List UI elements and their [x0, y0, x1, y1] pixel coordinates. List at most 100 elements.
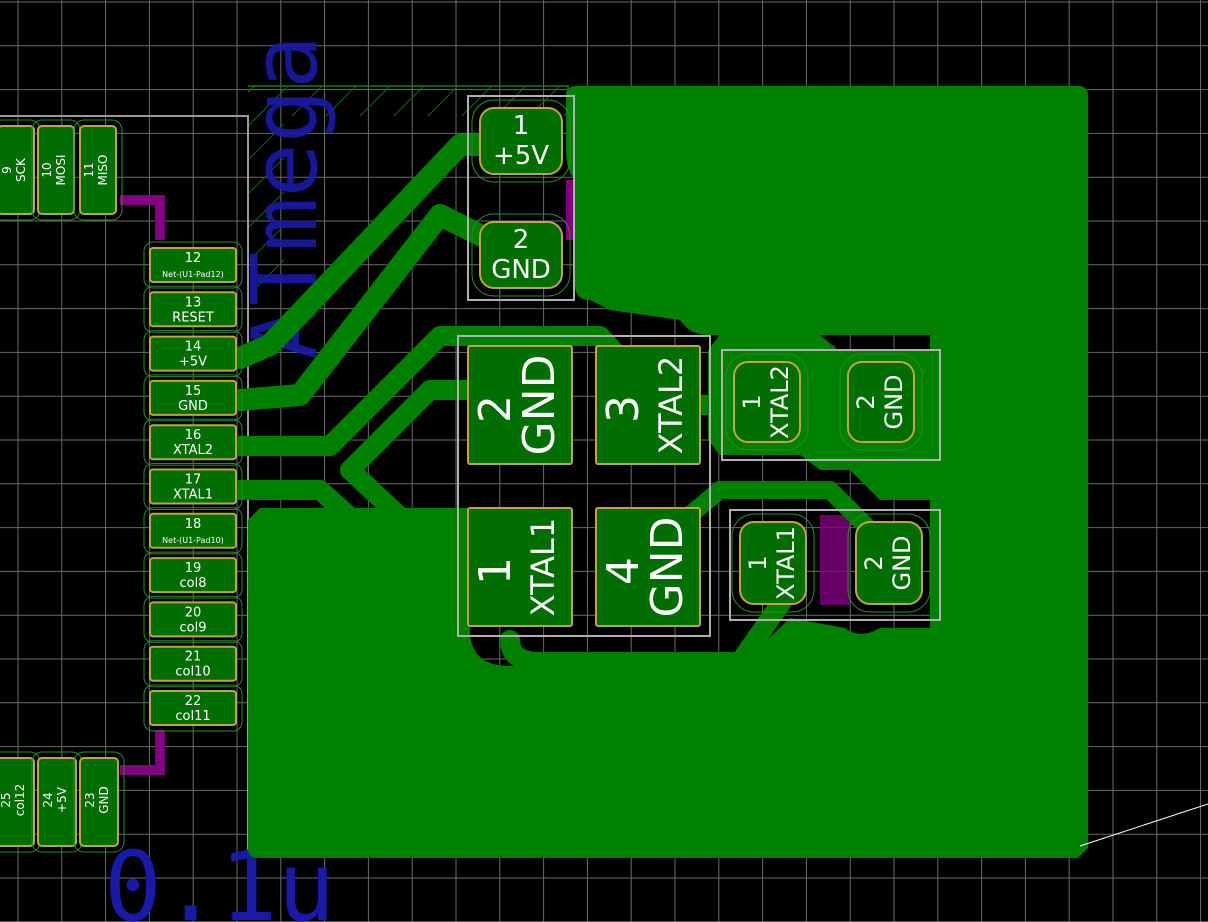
pad-shape	[149, 335, 237, 372]
pad-number: 4	[598, 557, 649, 585]
ground-pour[interactable]	[248, 86, 1088, 858]
pad-number: 2	[860, 555, 888, 570]
pad-net: col8	[180, 576, 207, 591]
pad-shape	[0, 757, 35, 847]
pad-shape	[739, 521, 807, 605]
pad-net: MOSI	[54, 155, 68, 186]
pad-clearance	[143, 507, 243, 555]
pad-net: GND	[880, 374, 908, 429]
pad-net: XTAL1	[772, 526, 800, 600]
pad-shape	[149, 645, 237, 682]
pad-number: 9	[0, 166, 14, 174]
trace-xtal1-cap	[500, 580, 800, 672]
pad-shape	[149, 291, 237, 328]
pad-number: 24	[41, 792, 55, 807]
pad-number: 17	[185, 473, 202, 488]
pad-number: 14	[185, 340, 202, 355]
pad-net: XTAL2	[652, 356, 690, 455]
pad-shape	[733, 361, 801, 443]
pad-net: col9	[180, 620, 207, 635]
pad-shape	[149, 690, 237, 726]
pad-clearance	[143, 551, 243, 599]
pad-clearance	[143, 595, 243, 643]
pad-number: 25	[0, 792, 13, 807]
trace-gnd-4	[681, 481, 889, 549]
pad-number: 11	[82, 162, 96, 177]
pad-shape	[479, 221, 563, 289]
pad-number: 12	[185, 251, 202, 266]
pad-number: 2	[470, 395, 521, 423]
pad-number: 13	[185, 295, 202, 310]
pad-net: col12	[13, 784, 27, 817]
pad-net: GND	[514, 355, 565, 456]
pad-number: 3	[598, 395, 649, 423]
pad-net: SCK	[14, 157, 28, 182]
pad-clearance	[471, 213, 571, 297]
pad-clearance	[73, 119, 123, 221]
pad-clearance	[847, 513, 931, 613]
pad-net: XTAL2	[173, 443, 213, 458]
pad-clearance	[143, 640, 243, 688]
pad-net: XTAL1	[524, 518, 562, 617]
pad-number: 22	[185, 694, 202, 709]
pad-net: MISO	[96, 155, 110, 186]
pad-clearance	[143, 684, 243, 732]
pad-shape	[0, 125, 35, 215]
u1-pad-24[interactable]: 24+5V	[31, 751, 83, 853]
via-trace-top	[120, 195, 165, 240]
pad-number: 1	[738, 394, 766, 409]
pad-number: 10	[40, 162, 54, 177]
pad-number: 23	[83, 792, 97, 807]
pad-number: 18	[185, 517, 202, 532]
pad-shape	[149, 468, 237, 505]
silkscreen-ref: ATmega	[233, 35, 338, 360]
pad-number: 2	[852, 394, 880, 409]
pad-shape	[149, 379, 237, 416]
pad-shape	[37, 757, 77, 847]
pad-net: col10	[175, 665, 210, 680]
pad-net: col11	[175, 709, 210, 724]
pad-clearance	[143, 463, 243, 510]
pad-clearance	[471, 99, 571, 183]
pad-clearance	[143, 330, 243, 378]
cap-top-pad-1[interactable]: 1+5V	[471, 99, 571, 183]
via-pad-2	[820, 515, 850, 605]
u1-pad-14[interactable]: 14+5V	[143, 330, 243, 378]
pad-shape	[149, 247, 237, 283]
pad-net: Net-(U1-Pad12)	[162, 270, 224, 279]
pad-net: +5V	[493, 141, 549, 171]
pad-net: Net-(U1-Pad10)	[162, 536, 224, 545]
pad-net: XTAL2	[766, 365, 794, 439]
pad-shape	[149, 424, 237, 461]
pad-shape	[467, 345, 573, 465]
pad-number: 21	[185, 650, 202, 665]
pad-net: XTAL1	[173, 488, 213, 503]
pad-clearance	[725, 353, 809, 451]
pad-shape	[479, 107, 563, 175]
